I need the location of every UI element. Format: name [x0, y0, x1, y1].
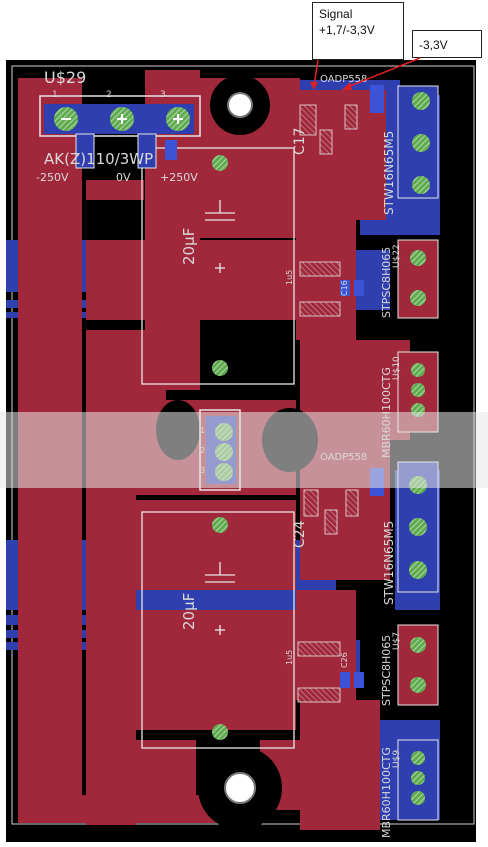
cap-outlines: [141, 147, 295, 749]
cap-pads: [212, 155, 228, 740]
signal-callout: Signal +1,7/-3,3V: [312, 2, 404, 60]
signal-value: +1,7/-3,3V: [319, 23, 375, 37]
neg-voltage-label: -3,3V: [419, 38, 448, 52]
smd-parts: [297, 104, 359, 703]
highlight-band: [0, 412, 488, 488]
power-devices: [397, 85, 439, 821]
neg-voltage-callout: -3,3V: [412, 30, 482, 58]
terminal-block-u29: [39, 95, 201, 169]
signal-title: Signal: [319, 7, 353, 21]
